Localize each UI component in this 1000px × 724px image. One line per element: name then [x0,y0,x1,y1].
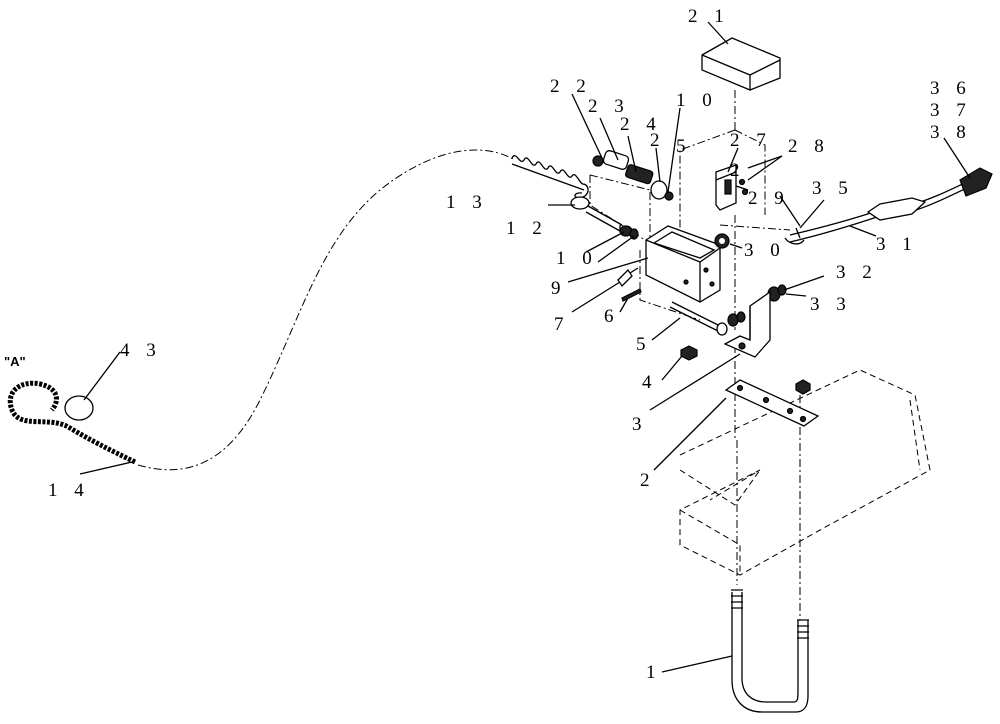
callout-24: 2 4 [620,114,662,135]
callout-10-left: 1 0 [556,248,598,269]
callout-12: 1 2 [506,218,548,239]
callout-31: 3 1 [876,234,918,255]
part-6-pin [621,288,642,302]
callout-30: 3 0 [744,240,786,261]
callout-28: 2 8 [788,136,830,157]
callout-35: 3 5 [812,178,854,199]
callout-29: 2 9 [748,188,790,209]
callout-32: 3 2 [836,262,878,283]
callout-2-switch: 2 [730,160,746,181]
part-13-spring [511,155,589,199]
callout-7: 7 [554,314,570,335]
callout-37: 3 7 [930,100,972,121]
part-1-ubolt [731,589,809,713]
part-12-eyebolt [570,196,623,232]
part-10-nut [619,225,639,240]
center-lines [137,90,801,620]
detail-label-a: "A" [4,354,26,369]
part-31-cable [784,167,993,245]
callout-22: 2 2 [550,76,592,97]
callout-3: 3 [632,414,648,435]
callout-36: 3 6 [930,78,972,99]
callout-33: 3 3 [810,294,852,315]
callout-14: 1 4 [48,480,90,501]
part-9-box [645,225,721,303]
callout-9: 9 [551,278,567,299]
callout-6: 6 [604,306,620,327]
callout-1: 1 [646,662,662,683]
part-7-screw [617,267,639,288]
part-14-chain [7,380,137,465]
callout-27: 2 7 [730,130,772,151]
part-22-24-plunger [592,150,674,201]
callout-5-top: 5 [676,136,692,157]
callout-labels: "A" 2 1 2 2 2 3 2 4 2 5 1 0 2 7 2 8 2 9 … [4,6,972,683]
callout-10-top: 1 0 [676,90,718,111]
part-4-nut [680,345,698,361]
callout-25: 2 [650,130,666,151]
frame-outline [679,369,931,576]
callout-43: 4 3 [120,340,162,361]
part-2-plate [724,379,820,427]
part-21-pad [701,37,781,91]
leader-lines [79,21,971,673]
callout-13: 1 3 [446,192,488,213]
part-32-33-nuts [727,284,787,327]
callout-38: 3 8 [930,122,972,143]
part-3-bracket [723,290,771,358]
callout-5: 5 [636,334,652,355]
callout-2: 2 [640,470,656,491]
callout-4: 4 [642,372,658,393]
callout-21: 2 1 [688,6,730,27]
callout-23: 2 3 [588,96,630,117]
part-27-switch [715,164,749,211]
part-43-tag [64,395,94,421]
part-30-nut [714,233,730,249]
part-5-bolt [669,301,728,336]
